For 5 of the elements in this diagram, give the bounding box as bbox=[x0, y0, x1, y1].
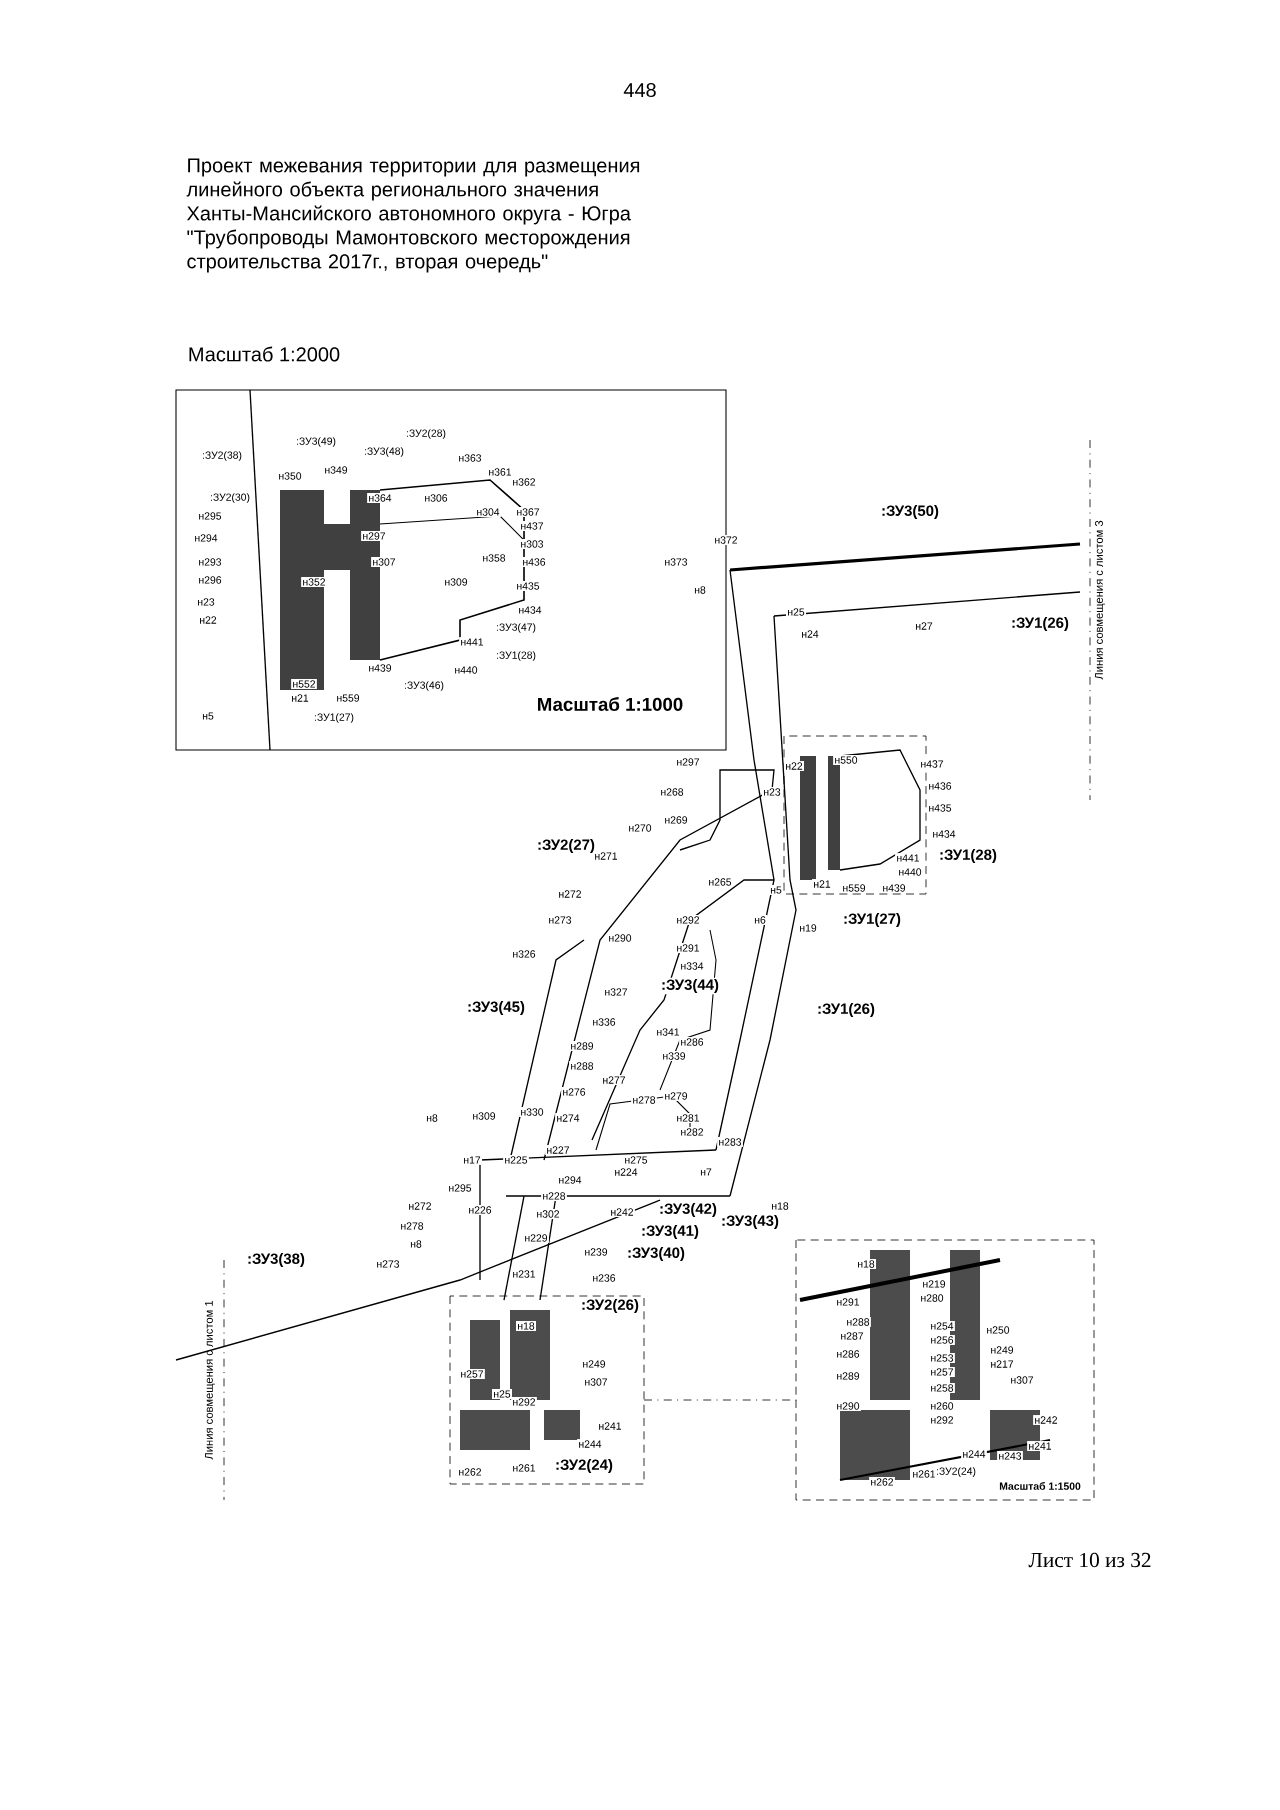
title: Проект межевания территории для размещения линейного объекта регионального значения Ханты-Мансийского автономного округа - Югра "Трубопроводы Мамонтовского месторождения строительства 2017г., вторая очередь" bbox=[186, 158, 640, 273]
scale-label: Масштаб 1:1000 bbox=[538, 697, 683, 711]
sheet-number: Лист 10 из 32 bbox=[1028, 1552, 1151, 1568]
scale-note: Масштаб 1:2000 bbox=[189, 346, 340, 362]
page-number: 448 bbox=[623, 82, 656, 98]
